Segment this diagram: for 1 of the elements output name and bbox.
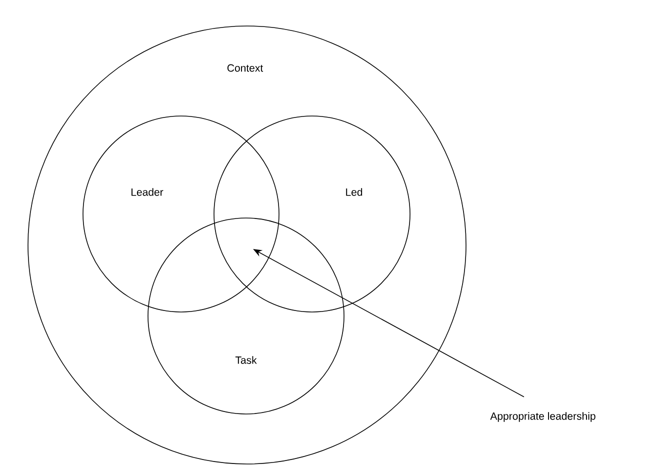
text-label: Appropriate leadership bbox=[490, 412, 596, 422]
